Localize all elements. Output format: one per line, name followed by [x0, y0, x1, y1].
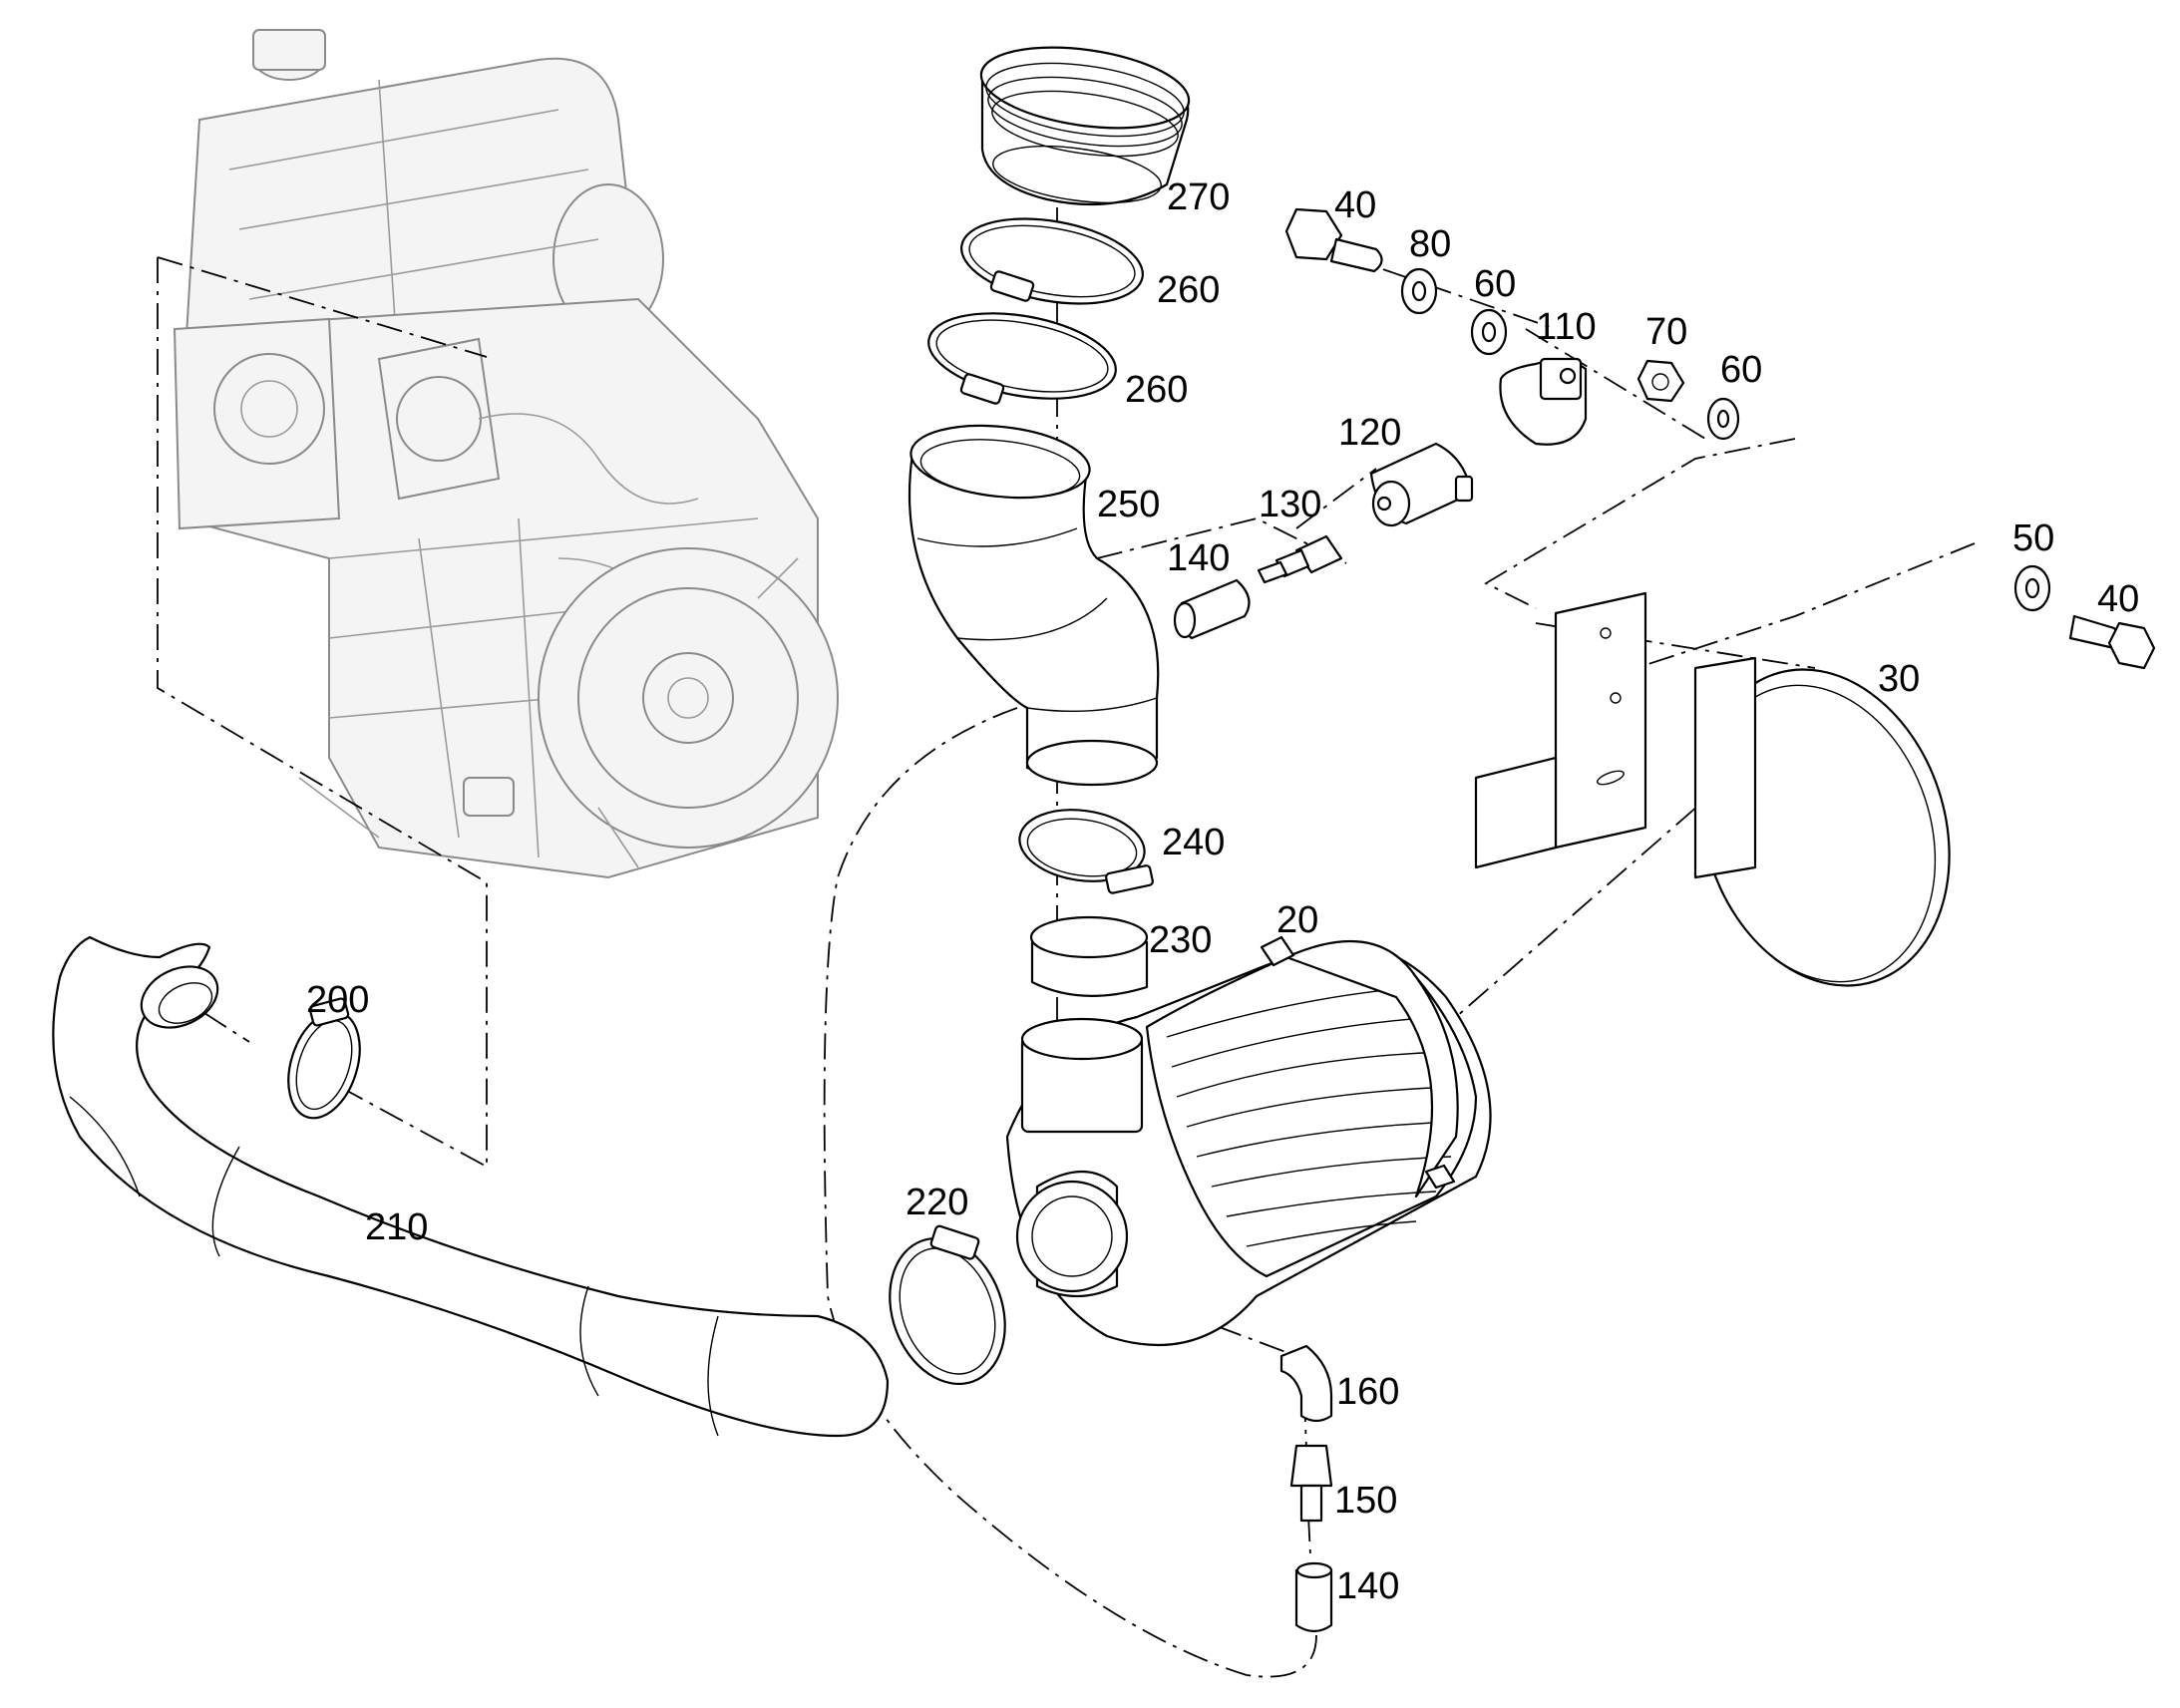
part-60-washer-b: [1706, 397, 1740, 441]
label-130: 130: [1259, 484, 1321, 525]
part-260-clamp-lower: [927, 312, 1117, 405]
part-130-fitting: [1257, 534, 1343, 584]
label-40-upper: 40: [1334, 184, 1376, 226]
part-120-sensor: [1369, 442, 1474, 527]
part-labels: 270 260 260 250 240 230 20 200 210 220 3…: [306, 176, 2139, 1607]
label-60-b: 60: [1720, 349, 1762, 391]
label-20: 20: [1276, 899, 1318, 941]
part-220-clamp: [889, 1224, 1006, 1386]
part-70-nut: [1636, 359, 1685, 403]
part-250-elbow-hose: [908, 424, 1160, 787]
part-80-washer: [1400, 267, 1438, 315]
label-230: 230: [1149, 919, 1212, 961]
label-160: 160: [1336, 1371, 1399, 1413]
label-220: 220: [906, 1182, 968, 1223]
part-270-boot: [979, 46, 1191, 206]
part-140-hose-upper: [1173, 578, 1251, 640]
part-240-hose-clamp: [1018, 809, 1154, 894]
label-240: 240: [1162, 822, 1225, 863]
label-50: 50: [2012, 517, 2054, 559]
label-140-lower: 140: [1336, 1565, 1399, 1607]
engine-illustration: [173, 29, 839, 879]
part-210-intake-hose: [52, 935, 890, 1438]
part-200-clamp: [287, 997, 361, 1120]
label-200: 200: [306, 979, 369, 1021]
label-210: 210: [365, 1206, 428, 1248]
label-80: 80: [1409, 223, 1451, 265]
label-270: 270: [1167, 176, 1230, 218]
part-150-nipple: [1289, 1444, 1333, 1523]
part-40-bolt-right: [2068, 614, 2156, 670]
part-20-air-filter: [1005, 935, 1492, 1347]
part-140-hose-lower: [1294, 1561, 1333, 1633]
part-230-sleeve: [1029, 915, 1149, 997]
label-120: 120: [1338, 412, 1401, 454]
label-30: 30: [1878, 658, 1920, 700]
label-140-upper: 140: [1167, 537, 1230, 579]
part-110-holder: [1499, 357, 1588, 446]
label-70: 70: [1645, 311, 1687, 353]
label-260-lower: 260: [1125, 369, 1188, 411]
label-250: 250: [1097, 484, 1160, 525]
label-40-right: 40: [2097, 578, 2139, 620]
part-160-elbow: [1279, 1344, 1333, 1423]
part-60-washer-a: [1470, 308, 1508, 356]
mounting-bracket: [1474, 591, 1647, 869]
part-50-washer: [2013, 564, 2051, 612]
label-110: 110: [1536, 306, 1597, 348]
part-40-bolt-upper: [1284, 207, 1383, 273]
label-60-a: 60: [1474, 263, 1516, 305]
label-150: 150: [1334, 1480, 1397, 1522]
part-260-clamp-upper: [960, 217, 1144, 305]
label-260-upper: 260: [1157, 269, 1220, 311]
part-30-band: [1693, 656, 1951, 987]
